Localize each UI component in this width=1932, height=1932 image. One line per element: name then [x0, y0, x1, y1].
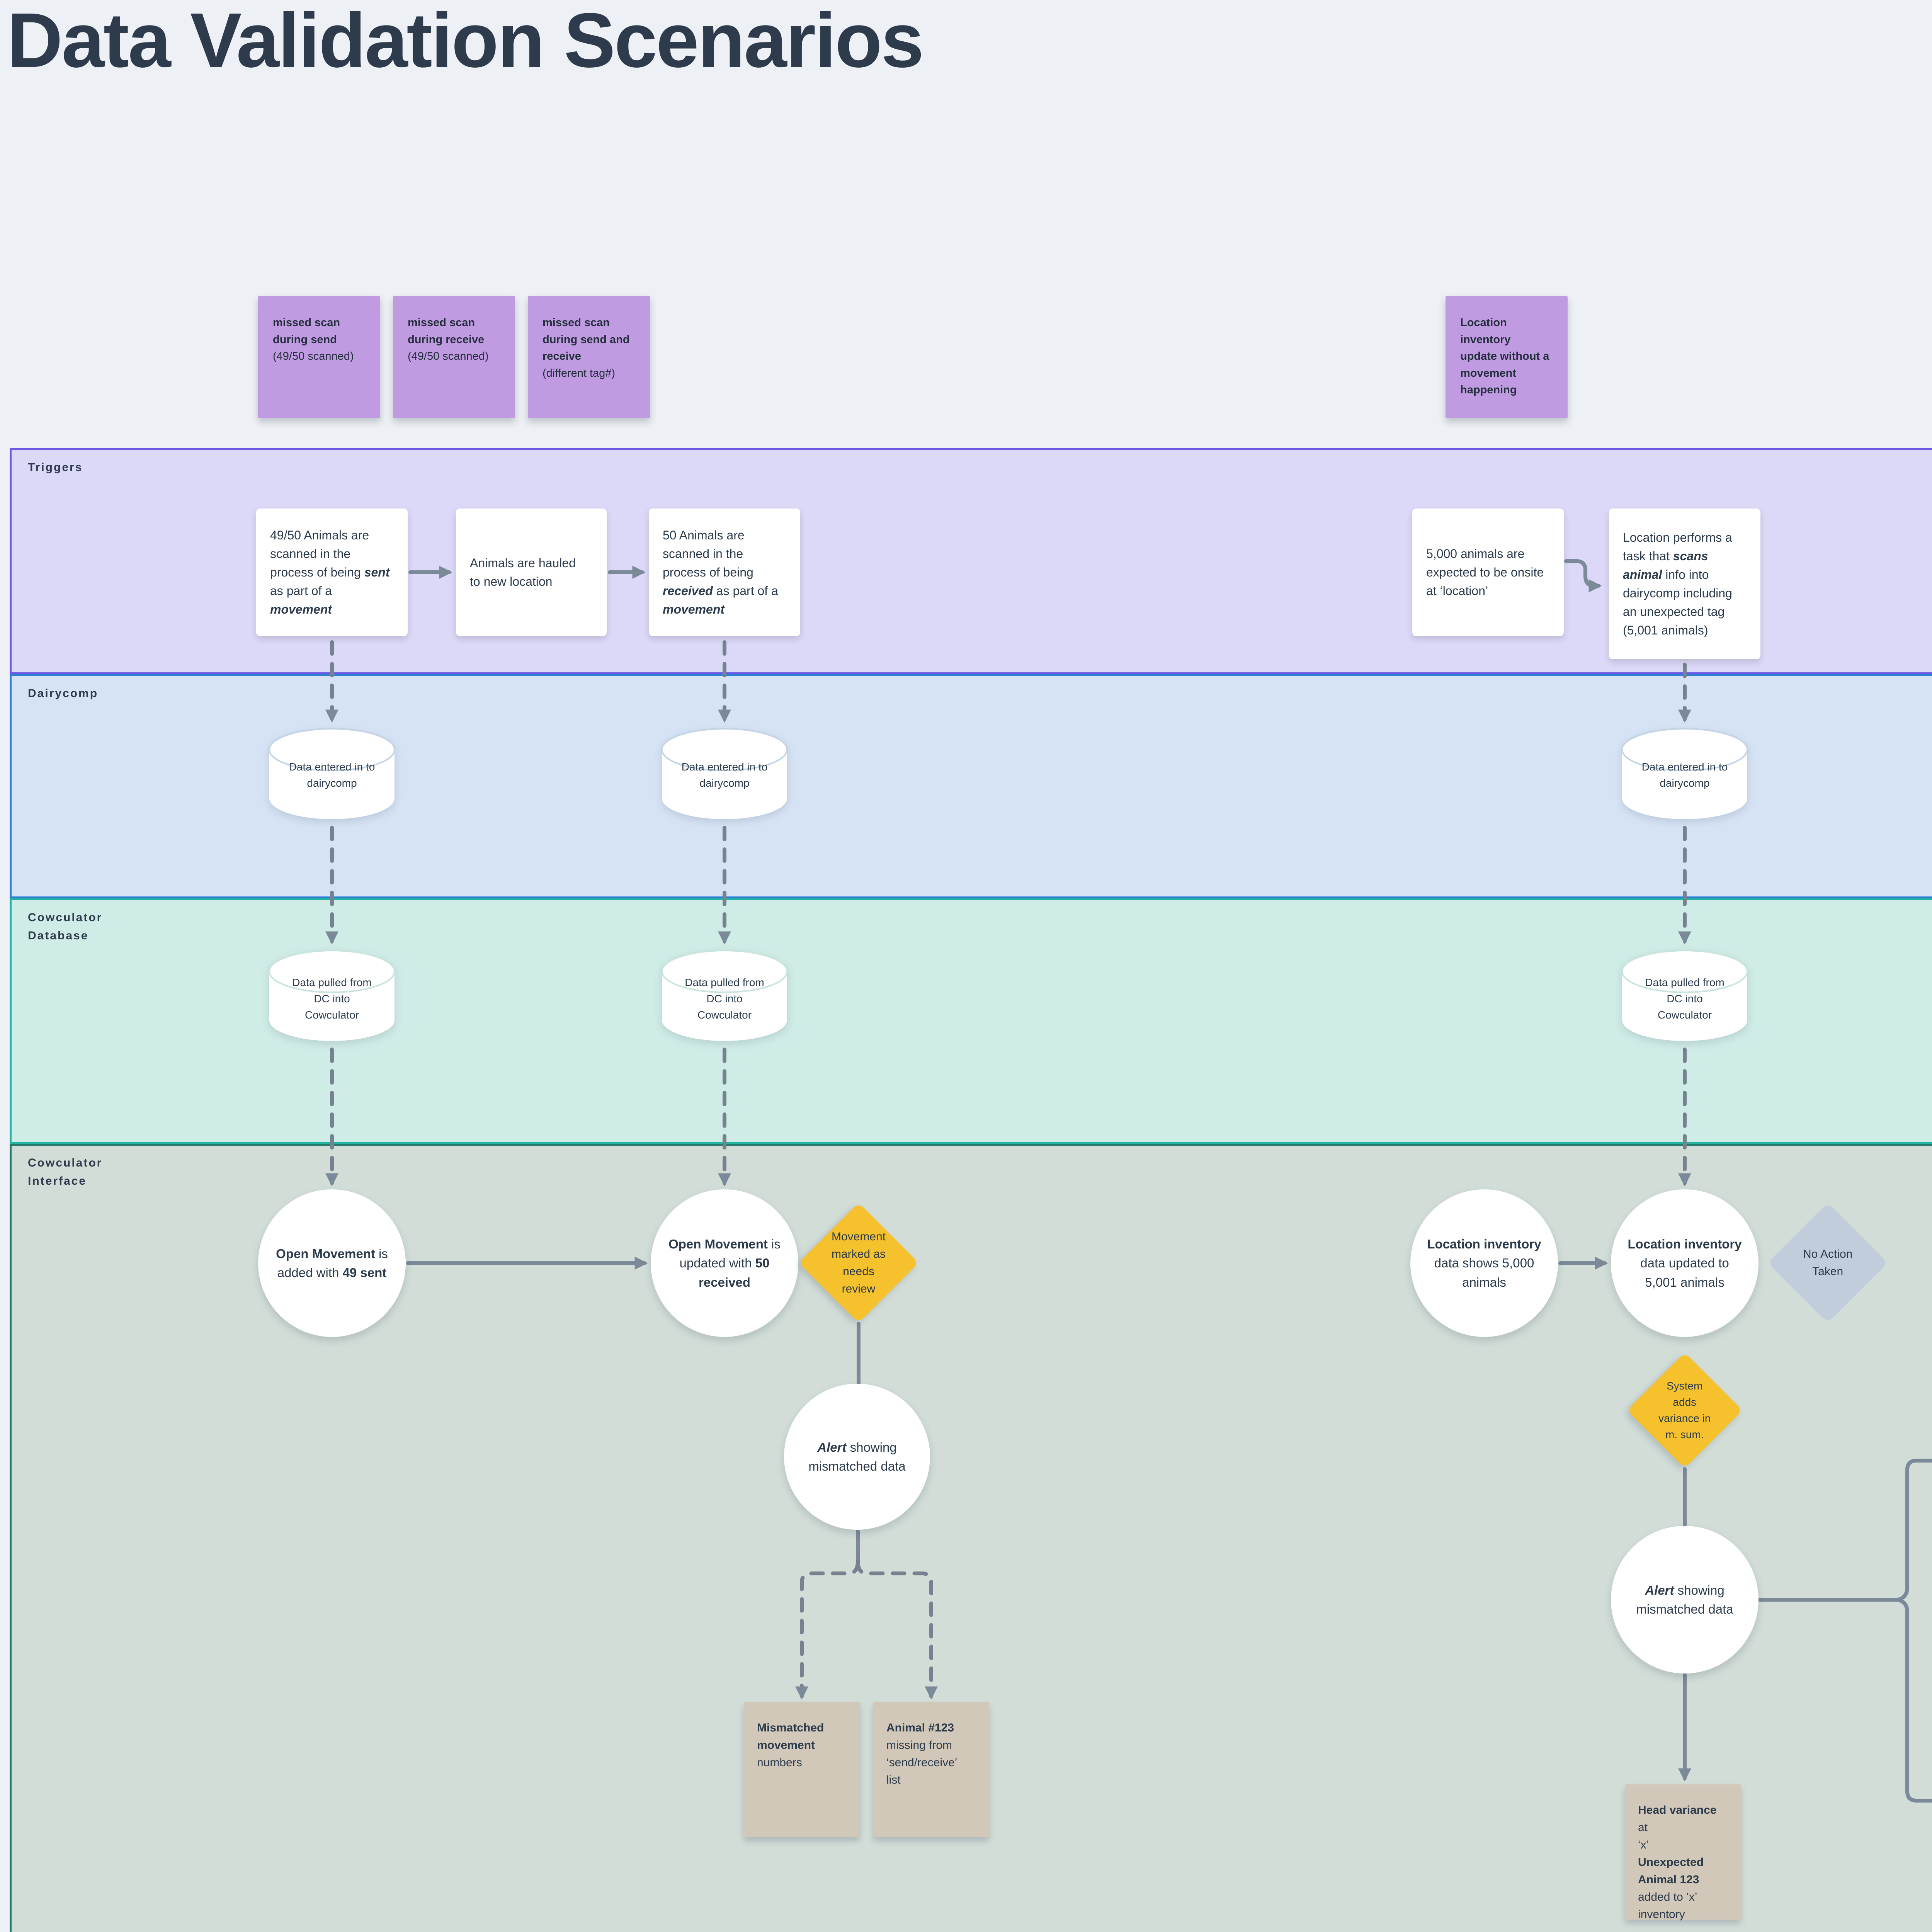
- flow-box-location-task-scan[interactable]: Location performs a task that scans anim…: [1609, 509, 1760, 659]
- circle-text: Location inventory data updated to 5,001…: [1628, 1236, 1742, 1289]
- box-text: Location performs a task that scans anim…: [1623, 531, 1732, 637]
- sticky-note-missed-scan-send-receive[interactable]: missed scan during send and receive (dif…: [528, 296, 650, 418]
- arrow-fork-openinventory: [1896, 1459, 1932, 1602]
- lane-cowculator-database-label: Cowculator Database: [28, 911, 103, 942]
- circle-location-inventory-5001[interactable]: Location inventory data updated to 5,001…: [1611, 1189, 1759, 1337]
- circle-text: Open Movement is added with 49 sent: [276, 1246, 388, 1280]
- note-mismatched-movement-numbers[interactable]: Mismatched movement numbers: [744, 1702, 860, 1837]
- lane-dairycomp-label: Dairycomp: [28, 687, 99, 700]
- page-title: Data Validation Scenarios: [7, 0, 924, 83]
- sticky-text: missed scan during send and receive (dif…: [543, 316, 630, 379]
- cylinder-shape-icon: [269, 950, 395, 1041]
- cylinder-shape-icon: [1621, 950, 1748, 1041]
- flow-box-50-scanned[interactable]: 50 Animals are scanned in the process of…: [649, 509, 800, 636]
- circle-text: Location inventory data shows 5,000 anim…: [1427, 1236, 1541, 1289]
- flow-box-animals-hauled[interactable]: Animals are hauled to new location: [456, 509, 607, 636]
- cylinder-text: Data entered in to dairycomp: [1641, 761, 1728, 789]
- diamond-text: Movement marked as needs review: [831, 1230, 886, 1295]
- note-animal-123-missing[interactable]: Animal #123 missing from ‘send/receive’ …: [873, 1702, 989, 1837]
- lane-cowculator-interface-label: Cowculator Interface: [28, 1156, 103, 1187]
- circle-location-inventory-5000[interactable]: Location inventory data shows 5,000 anim…: [1410, 1189, 1558, 1337]
- diamond-text: System adds variance in m. sum.: [1658, 1380, 1711, 1440]
- flow-box-5000-expected[interactable]: 5,000 animals are expected to be onsite …: [1412, 509, 1564, 636]
- circle-open-movement-50-received[interactable]: Open Movement is updated with 50 receive…: [651, 1189, 798, 1337]
- diamond-text: No Action Taken: [1803, 1247, 1853, 1278]
- database-cylinder-dairycomp-3[interactable]: Data entered in to dairycomp: [1619, 726, 1750, 822]
- box-text: 5,000 animals are expected to be onsite …: [1426, 547, 1544, 598]
- database-cylinder-cowculator-3[interactable]: Data pulled from DC into Cowculator: [1619, 947, 1750, 1044]
- box-text: Animals are hauled to new location: [470, 556, 576, 588]
- circle-alert-mismatched-right[interactable]: Alert showing mismatched data: [1611, 1526, 1759, 1673]
- box-text: 49/50 Animals are scanned in the process…: [270, 528, 390, 616]
- arrow-fork-clickanimal: [1896, 1598, 1932, 1803]
- circle-text: Open Movement is updated with 50 receive…: [668, 1236, 781, 1289]
- circle-text: Alert showing mismatched data: [808, 1440, 906, 1474]
- circle-alert-mismatched-left[interactable]: Alert showing mismatched data: [784, 1384, 930, 1530]
- sticky-note-missed-scan-send[interactable]: missed scan during send (49/50 scanned): [258, 296, 380, 418]
- flow-box-49-50-scanned[interactable]: 49/50 Animals are scanned in the process…: [256, 509, 408, 636]
- database-cylinder-dairycomp-2[interactable]: Data entered in to dairycomp: [659, 726, 790, 822]
- dashed-alert1-note1: [795, 1559, 860, 1700]
- database-cylinder-cowculator-2[interactable]: Data pulled from DC into Cowculator: [659, 947, 790, 1044]
- cylinder-text: Data pulled from DC into Cowculator: [292, 976, 372, 1021]
- note-head-variance[interactable]: Head variance at ‘x’ Unexpected Animal 1…: [1625, 1784, 1741, 1921]
- box-text: 50 Animals are scanned in the process of…: [663, 528, 778, 616]
- sticky-text: missed scan during send (49/50 scanned): [273, 316, 354, 362]
- sticky-text: missed scan during receive (49/50 scanne…: [408, 316, 489, 362]
- dashed-alert1-note2: [856, 1559, 938, 1700]
- cylinder-shape-icon: [269, 728, 395, 819]
- database-cylinder-cowculator-1[interactable]: Data pulled from DC into Cowculator: [266, 947, 398, 1044]
- sticky-note-missed-scan-receive[interactable]: missed scan during receive (49/50 scanne…: [393, 296, 515, 418]
- arrow-squiggle-box4-box5: [1564, 559, 1602, 593]
- note-text: Head variance at ‘x’ Unexpected Animal 1…: [1638, 1804, 1717, 1921]
- lane-triggers-label: Triggers: [28, 461, 83, 474]
- note-text: Animal #123 missing from ‘send/receive’ …: [886, 1721, 957, 1786]
- cylinder-text: Data entered in to dairycomp: [289, 761, 375, 789]
- sticky-text: Location inventory update without a move…: [1460, 316, 1549, 396]
- cylinder-shape-icon: [1621, 728, 1748, 819]
- note-text: Mismatched movement numbers: [757, 1721, 824, 1769]
- sticky-note-location-inventory-update[interactable]: Location inventory update without a move…: [1446, 296, 1568, 418]
- circle-open-movement-49-sent[interactable]: Open Movement is added with 49 sent: [258, 1189, 406, 1337]
- cylinder-text: Data entered in to dairycomp: [681, 761, 768, 789]
- circle-text: Alert showing mismatched data: [1636, 1583, 1733, 1617]
- cylinder-shape-icon: [661, 950, 788, 1041]
- cylinder-text: Data pulled from DC into Cowculator: [1645, 976, 1725, 1021]
- cylinder-text: Data pulled from DC into Cowculator: [685, 976, 764, 1021]
- database-cylinder-dairycomp-1[interactable]: Data entered in to dairycomp: [266, 726, 398, 822]
- cylinder-shape-icon: [661, 728, 788, 819]
